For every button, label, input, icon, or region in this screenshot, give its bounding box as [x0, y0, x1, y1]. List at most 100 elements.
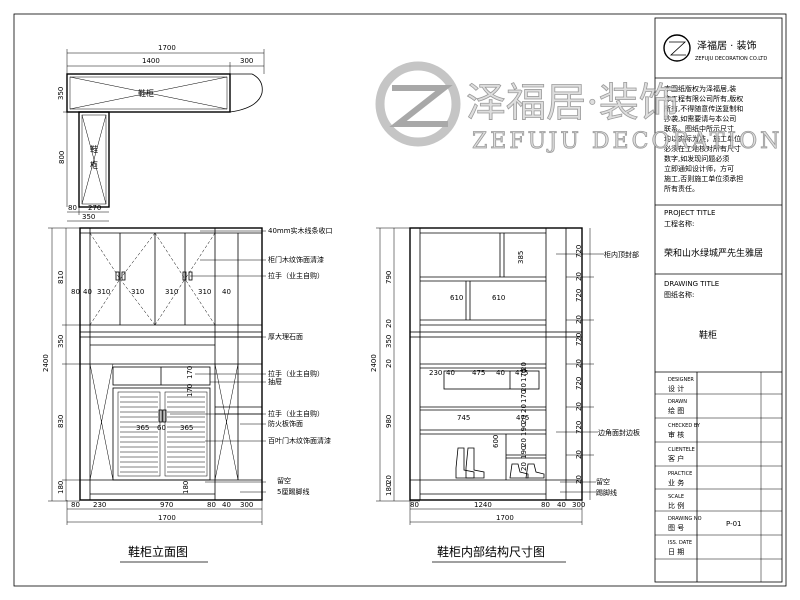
watermark-brand: 泽福居·装饰: [466, 80, 679, 126]
elev-drawer-dim-1: 170: [186, 384, 194, 397]
watermark: 泽福居·装饰 ZEFUJU DECORATION: [375, 61, 782, 154]
sec-600: 600: [492, 435, 500, 448]
elev-bottom-dim-0: 80: [71, 501, 80, 509]
section-view: 2400 790 20 350 20 980 20 180 385 610 61…: [370, 227, 640, 563]
sec-right-dim-10: 20: [575, 475, 583, 484]
sec-left-dim-3: 20: [385, 359, 393, 368]
elev-top-dim-6: 40: [222, 288, 231, 296]
sec-475: 475: [516, 414, 529, 422]
elev-top-dim-3: 310: [131, 288, 144, 296]
elev-note-4: 拉手（业主自购）: [268, 369, 324, 378]
plan-side-label-1: 鞋: [90, 144, 98, 154]
sec-mid-v2-4: 20: [520, 462, 528, 471]
row-en-6: DRAWING NO: [668, 516, 702, 522]
sec-mid-v2-1: 190: [520, 423, 528, 436]
elev-note-0: 40mm实木线条收口: [268, 226, 333, 235]
outer-frame: [13, 13, 787, 587]
sec-right-dim-4: 720: [575, 333, 583, 346]
sec-bottom-dim-2: 80: [541, 501, 550, 509]
drawing-title-en: DRAWING TITLE: [664, 280, 719, 288]
plan-left-dim-b: 800: [58, 151, 66, 164]
sec-right-dim-8: 720: [575, 421, 583, 434]
notice-line-0: 本图纸版权为泽福居,装: [664, 84, 736, 93]
plan-top-seg-a: 1400: [142, 57, 160, 65]
notice-line-5: 均以实际为准，施工单位: [664, 134, 741, 143]
row-en-4: PRACTICE: [668, 471, 692, 477]
company-name-en: ZEFUJU DECORATION CO.LTD: [695, 56, 767, 62]
sec-left-dim-1: 20: [385, 319, 393, 328]
elev-top-dim-1: 40: [83, 288, 92, 296]
notice-line-9: 施工,否则施工单位须承担: [664, 174, 743, 183]
row-cn-0: 设 计: [668, 384, 684, 393]
elev-right-180: 180: [182, 481, 190, 494]
row-en-2: CHECKED BY: [668, 423, 701, 429]
elev-note-5: 抽屉: [268, 377, 282, 386]
elev-drawer-dim-0: 170: [186, 366, 194, 379]
elev-top-dim-2: 310: [97, 288, 110, 296]
elev-note-8: 百叶门木纹饰面清漆: [268, 436, 331, 445]
sec-row-dim-2: 475: [472, 369, 485, 377]
watermark-brand-en: ZEFUJU DECORATION: [472, 129, 782, 154]
elev-bottom-dim-2: 970: [160, 501, 173, 509]
louver-slats-right: [167, 396, 205, 473]
elev-h350: 350: [57, 335, 65, 348]
sec-left-dim-5: 20: [385, 475, 393, 484]
elev-top-dim-0: 80: [71, 288, 80, 296]
row-cn-7: 日 期: [668, 548, 684, 556]
elev-mid-dim-2: 365: [180, 424, 193, 432]
elev-h830: 830: [57, 415, 65, 428]
elev-mid-dim-1: 60: [157, 424, 166, 432]
row-cn-4: 业 务: [668, 478, 684, 487]
sec-row-dim-4: 475: [515, 369, 528, 377]
sec-610b: 610: [492, 294, 505, 302]
project-name: 荣和山水绿城严先生雅居: [664, 247, 763, 259]
elev-bottom-dim-3: 80: [207, 501, 216, 509]
notice-line-3: 抄袭,如需要请与本公司: [664, 114, 736, 123]
project-title-cn: 工程名称:: [664, 219, 694, 228]
sec-bottom-dim-0: 80: [410, 501, 419, 509]
sec-row-dim-1: 40: [446, 369, 455, 377]
sec-bottom-dim-3: 40: [557, 501, 566, 509]
plan-side-label-2: 柜: [90, 160, 98, 170]
elev-h810: 810: [57, 271, 65, 284]
sec-mid-v-1: 170: [520, 369, 528, 382]
sec-left-dim-4: 980: [385, 415, 393, 428]
row-en-0: DESIGNER: [668, 377, 694, 383]
plan-top-seg-b: 300: [240, 57, 253, 65]
title-block-frame: [654, 17, 783, 583]
notice-line-10: 所有责任。: [664, 184, 699, 193]
notice-line-2: 所有,不得随意传送复制和: [664, 104, 743, 113]
elev-note-6: 拉手（业主自购）: [268, 409, 324, 418]
notice-line-1: 饰工程有限公司所有,版权: [664, 94, 743, 103]
notice-line-4: 联系。图纸中所示尺寸: [664, 124, 734, 133]
sec-bottom-total: 1700: [496, 514, 514, 522]
boot-icon: [455, 447, 485, 479]
elev-mid-dim-0: 365: [136, 424, 149, 432]
elev-h180: 180: [57, 481, 65, 494]
sec-right-dim-7: 20: [575, 402, 583, 411]
elev-top-dim-5: 310: [198, 288, 211, 296]
sec-mid-v-3: 170: [520, 390, 528, 403]
sec-610a: 610: [450, 294, 463, 302]
row-en-3: CLIENTELE: [668, 447, 695, 453]
sec-top-385: 385: [517, 251, 525, 264]
sec-right-dim-9: 20: [575, 450, 583, 459]
shoe-icon: [509, 463, 545, 479]
sec-note-3: 踢脚线: [596, 488, 617, 497]
company-logo-icon: [663, 34, 691, 62]
row-cn-3: 客 户: [668, 454, 684, 463]
elev-note-3: 厚大理石面: [268, 332, 303, 341]
company-name: 泽福居 · 装饰: [697, 39, 757, 52]
sec-745: 745: [457, 414, 470, 422]
sec-mid-v2-2: 20: [520, 438, 528, 447]
row-en-7: ISS. DATE: [668, 540, 692, 546]
sec-right-dim-5: 20: [575, 359, 583, 368]
elev-bottom-dim-1: 230: [93, 501, 106, 509]
drawing-title-cn: 图纸名称:: [664, 290, 694, 299]
elev-height-total: 2400: [42, 354, 50, 372]
elev-note-1: 柜门木纹饰面清漆: [268, 255, 324, 264]
notice-line-8: 立即通知设计师，方可: [664, 164, 734, 173]
plan-left-dim-a: 350: [57, 87, 65, 100]
sec-left-dim-0: 790: [385, 271, 393, 284]
